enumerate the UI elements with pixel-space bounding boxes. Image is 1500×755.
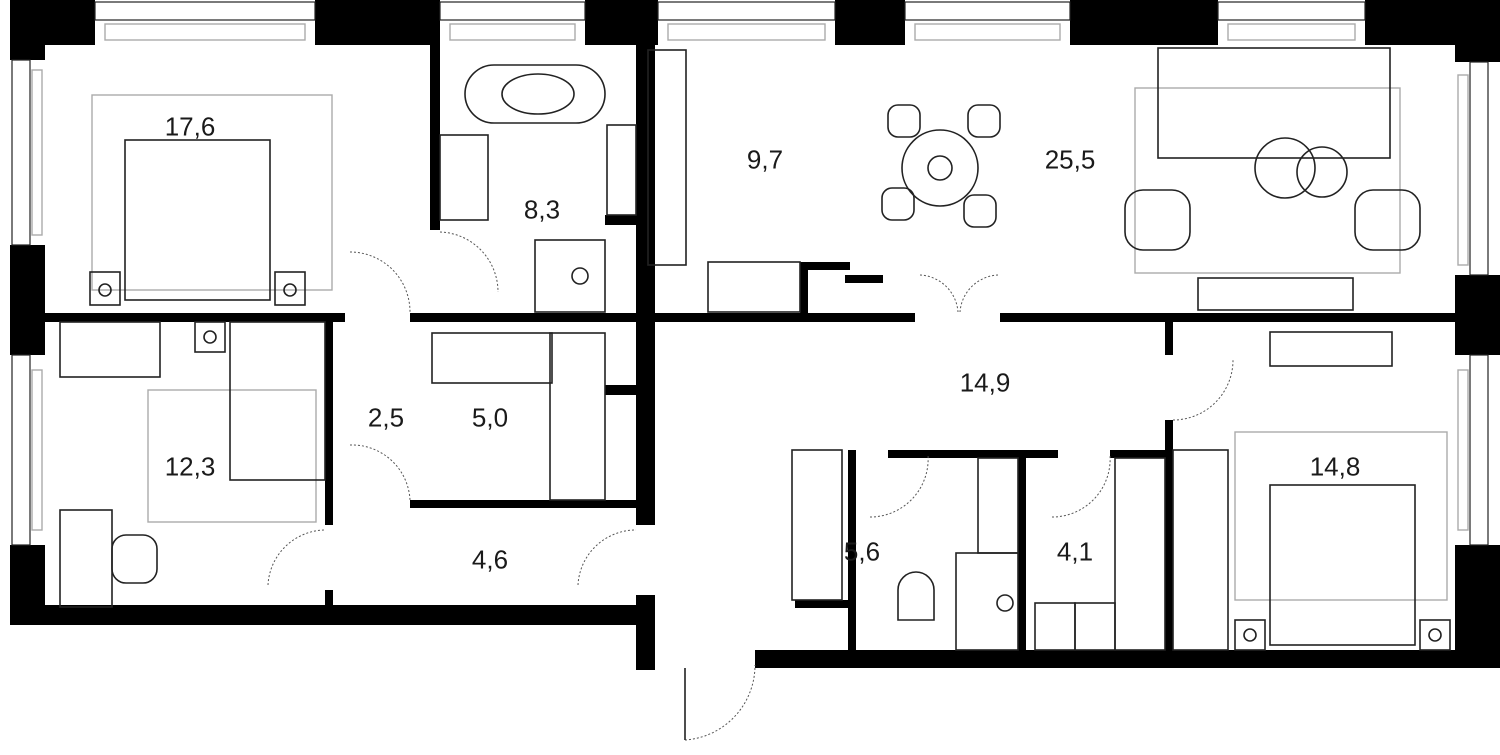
desk [59, 509, 113, 608]
room-area-bedroom-1: 17,6 [164, 111, 216, 142]
windows [11, 1, 1489, 546]
room-area-wardrobe: 5,0 [471, 402, 509, 433]
bathtub [464, 64, 606, 124]
room-area-living-room: 25,5 [1044, 144, 1096, 175]
doors [267, 231, 1234, 741]
shoe-cabinet [791, 449, 843, 601]
room-area-bathroom-1: 8,3 [523, 194, 561, 225]
room-area-bedroom-3: 14,8 [1309, 451, 1361, 482]
tv-stand [1197, 277, 1354, 311]
room-area-laundry: 4,1 [1056, 536, 1094, 567]
bed-bedroom-3 [1269, 484, 1416, 646]
room-area-corridor-lower: 4,6 [471, 544, 509, 575]
sofa [1157, 47, 1391, 159]
room-area-kitchen: 9,7 [746, 144, 784, 175]
interior-walls [45, 45, 1455, 650]
kitchen-counter [647, 49, 687, 266]
room-area-bedroom-2: 12,3 [164, 451, 216, 482]
outer-walls [10, 0, 1500, 670]
room-area-bathroom-2: 5,6 [843, 536, 881, 567]
washing-machine [1034, 602, 1076, 651]
furniture [59, 47, 1451, 651]
toilet [897, 571, 935, 621]
room-area-hall: 14,9 [959, 367, 1011, 398]
shower [955, 552, 1019, 651]
bed-bedroom-1 [124, 139, 271, 301]
dining-table [901, 129, 979, 207]
bed-bedroom-2 [229, 321, 326, 481]
room-area-corridor-small: 2,5 [367, 402, 405, 433]
